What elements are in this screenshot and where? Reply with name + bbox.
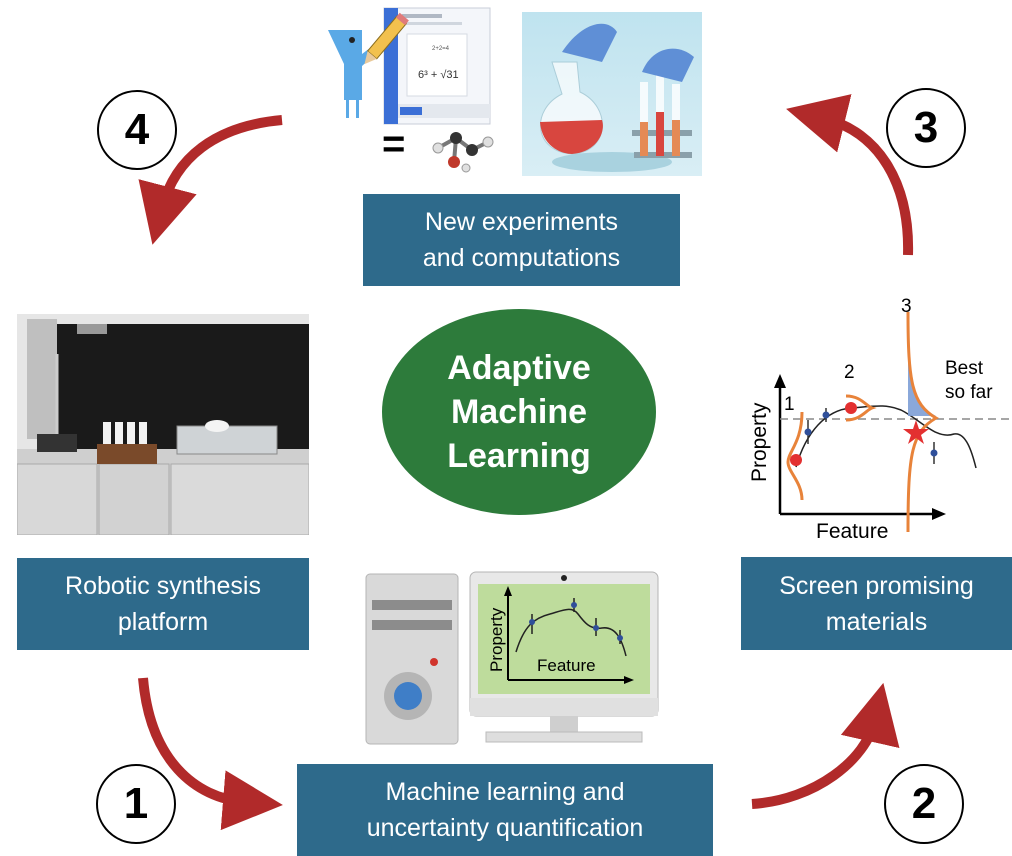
candidate-3-distribution [906, 311, 939, 533]
step-4-number: 4 [124, 105, 150, 154]
robotic-line-2: platform [117, 608, 209, 636]
new-experiments-line-2: and computations [422, 244, 621, 272]
ml-uncertainty-box: Machine learning and uncertainty quantif… [297, 764, 713, 856]
arrow-4 [138, 115, 283, 245]
computation-illustration: 2+2=4 6³ + √31 [322, 4, 494, 176]
step-4-badge: 4 [97, 90, 177, 170]
center-line-1: Adaptive [447, 349, 591, 387]
screen-xlabel: Feature [816, 520, 888, 542]
adaptive-ml-ellipse: Adaptive Machine Learning [382, 309, 656, 515]
best-region-fill [908, 322, 936, 416]
candidate-2-label: 2 [844, 362, 855, 383]
candidate-1-distribution [786, 411, 804, 501]
step-3-badge: 3 [886, 88, 966, 168]
step-2-badge: 2 [884, 764, 964, 844]
arrow-2 [751, 682, 900, 809]
ml-line-2: uncertainty quantification [366, 814, 644, 842]
arrow-3 [786, 94, 914, 256]
candidate-3-star [903, 420, 929, 444]
screen-materials-box: Screen promising materials [741, 557, 1012, 650]
screen-line-1: Screen promising [779, 571, 974, 600]
robotic-synthesis-box: Robotic synthesis platform [17, 558, 309, 650]
molecule-icon [432, 132, 494, 173]
candidate-2-point [845, 402, 857, 414]
robotic-line-1: Robotic synthesis [65, 572, 261, 600]
model-curve [795, 405, 977, 469]
monitor-xlabel: Feature [537, 656, 596, 675]
arrow-1 [138, 677, 283, 831]
new-experiments-box: New experiments and computations [363, 194, 680, 286]
candidate-1-label: 1 [784, 394, 795, 415]
candidate-1-point [790, 454, 802, 466]
monitor-ylabel: Property [487, 607, 506, 672]
step-3-number: 3 [913, 103, 939, 152]
computer-illustration: Property Feature [365, 571, 659, 745]
candidate-2-distribution [845, 394, 877, 422]
screen-ylabel: Property [748, 402, 771, 482]
power-button-icon [394, 682, 422, 710]
calc-small-text: 2+2=4 [432, 46, 450, 52]
candidate-3-label: 3 [901, 296, 912, 317]
best-label-2: so far [945, 382, 993, 403]
robotic-platform-photo [17, 314, 309, 535]
ml-line-1: Machine learning and [385, 778, 625, 806]
power-led [430, 658, 438, 666]
best-label-1: Best [945, 358, 984, 379]
step-1-badge: 1 [96, 764, 176, 844]
equals-sign: = [382, 122, 406, 166]
step-1-number: 1 [123, 779, 149, 828]
center-line-3: Learning [447, 437, 591, 475]
screen-line-2: materials [825, 607, 928, 636]
calc-equation: 6³ + √31 [418, 69, 459, 81]
monitor-curve [515, 608, 627, 657]
lab-photo [522, 12, 702, 176]
step-2-number: 2 [911, 779, 937, 828]
screening-plot: Property Feature Best so far 1 2 3 [748, 296, 1012, 542]
new-experiments-line-1: New experiments [424, 208, 619, 236]
center-line-2: Machine [450, 393, 588, 431]
